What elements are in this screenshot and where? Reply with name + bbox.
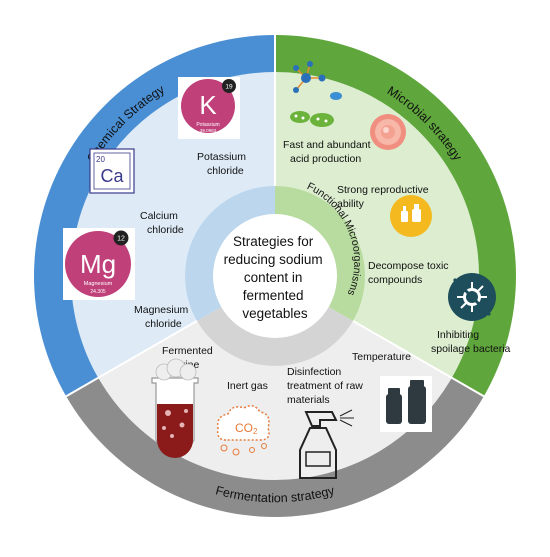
potassium-chloride-label: Potassium chloride [197,151,249,177]
magnesium-chloride-label: Magnesium chloride [134,304,191,330]
magnesium-mass: 24.305 [90,289,106,295]
cell-icon [370,114,406,150]
magnesium-symbol: Mg [80,249,116,279]
magnesium-name: Magnesium [84,281,113,287]
calcium-number: 20 [96,155,105,164]
temperature-label: Temperature [352,351,411,363]
toxic-compounds-icon [390,195,432,237]
co2-cloud-icon: CO 2 [216,405,270,456]
center-title: Strategies for reducing sodium content i… [224,234,327,321]
potassium-number: 19 [225,84,233,91]
center-line-5: vegetables [242,306,308,321]
center-line-4: fermented [243,288,304,303]
calcium-element-icon: 20 Ca [89,148,135,194]
bacteria-network-icon [290,61,342,127]
magnesium-number: 12 [117,236,125,243]
co2-subscript: 2 [253,427,258,436]
fermented-brine-flask-icon [151,358,199,458]
potassium-symbol: K [199,90,217,120]
center-line-1: Strategies for [233,234,314,249]
center-line-3: content in [244,270,303,285]
inhibit-bacteria-icon [448,273,496,321]
strong-reproductive-ability-label: Strong reproductive ability [337,184,432,210]
potassium-name: Potassium [196,122,219,128]
potassium-element-icon: K Potassium 39.0983 19 [178,77,240,139]
center-line-2: reducing sodium [224,252,323,267]
calcium-chloride-label: Calcium chloride [140,210,184,236]
temperature-containers-icon [380,376,432,432]
spray-bottle-icon [299,409,354,479]
inert-gas-label: Inert gas [227,380,268,392]
disinfection-label: Disinfection treatment of raw materials [287,366,366,406]
center-circle [213,214,337,338]
co2-formula: CO [235,421,253,435]
inhibiting-spoilage-bacteria-label: Inhibiting spoilage bacteria [431,329,511,355]
potassium-mass: 39.0983 [200,128,217,133]
fast-acid-production-label: Fast and abundant acid production [283,139,374,165]
calcium-symbol: Ca [100,166,124,186]
decompose-toxic-compounds-label: Decompose toxic compounds [368,260,451,286]
magnesium-element-icon: Mg Magnesium 24.305 12 [63,228,135,300]
